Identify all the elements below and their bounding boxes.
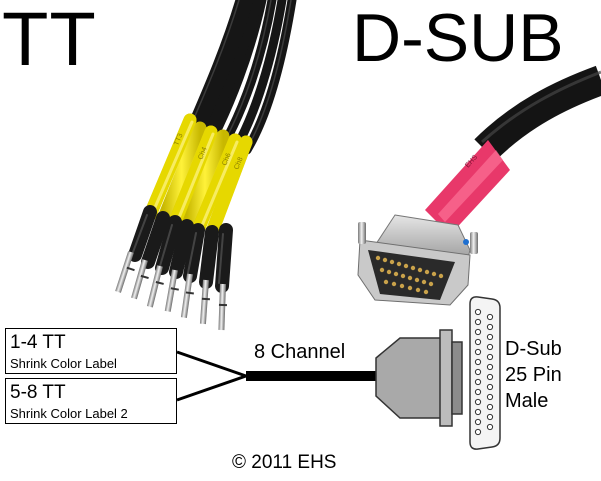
svg-text:Ch8: Ch8: [233, 156, 244, 171]
copyright-text: © 2011 EHS: [232, 452, 337, 473]
main-cable: [474, 65, 601, 161]
diagram-wires: [176, 350, 376, 402]
tt-plugs: [115, 251, 227, 331]
label-box-1-4-title: 1-4 TT: [10, 332, 66, 353]
label-box-5-8-subtitle: Shrink Color Label 2: [10, 406, 128, 421]
dsub-title: D-SUB: [352, 0, 564, 76]
dsub-connector-photo: [357, 214, 478, 306]
label-box-5-8-title: 5-8 TT: [10, 382, 66, 403]
label-box-5-8: 5-8 TT Shrink Color Label 2: [5, 378, 177, 424]
dsub-desc-line-2: 25 Pin: [505, 364, 562, 386]
fan-cables: [185, 0, 297, 155]
svg-text:Ch4: Ch4: [197, 146, 208, 161]
shrink-boots: [128, 205, 233, 293]
dsub-desc-line-3: Male: [505, 390, 549, 412]
dsub-25-pin-face: [469, 296, 501, 450]
label-box-1-4: 1-4 TT Shrink Color Label: [5, 328, 177, 374]
dsub-description: D-Sub 25 Pin Male: [505, 336, 562, 414]
svg-text:Ch6: Ch6: [221, 152, 232, 167]
dsub-desc-line-1: D-Sub: [505, 338, 562, 360]
label-box-1-4-subtitle: Shrink Color Label: [10, 356, 117, 371]
dsub-connector-side-view: [375, 329, 463, 427]
tt-title: TT: [2, 0, 97, 82]
channel-count-label: 8 Channel: [254, 341, 346, 363]
svg-text:TT3: TT3: [173, 132, 184, 146]
